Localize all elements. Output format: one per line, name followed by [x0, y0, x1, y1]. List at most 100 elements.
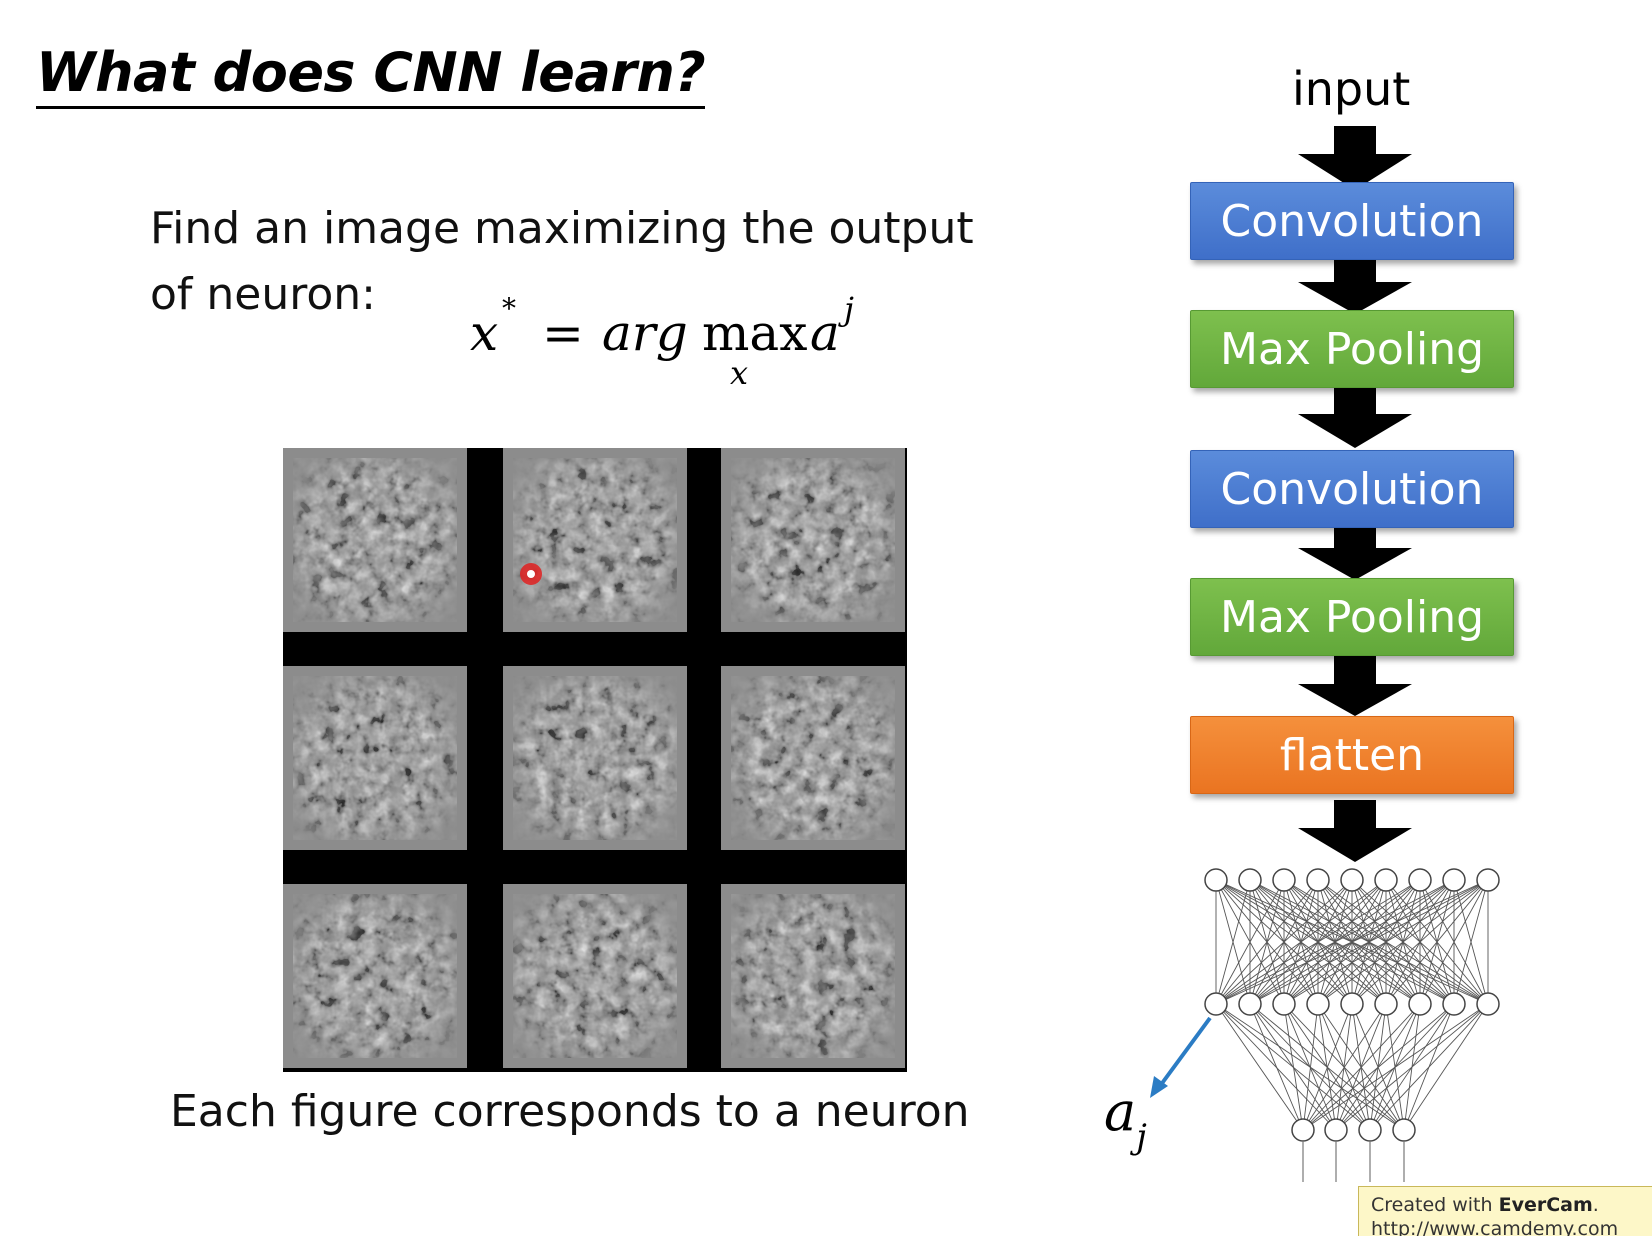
filter-tile: [283, 884, 467, 1068]
network-edge: [1317, 879, 1489, 1005]
network-edge: [1302, 1003, 1455, 1131]
network-edge: [1283, 1003, 1337, 1131]
arrow-down-icon: [1298, 800, 1412, 862]
slide-description: Find an image maximizing the output of n…: [150, 196, 1050, 328]
formula-x: x: [470, 304, 499, 362]
network-edge: [1215, 879, 1251, 1005]
network-edge: [1215, 879, 1489, 1005]
network-edge: [1249, 1003, 1304, 1131]
neuron-node: [1340, 868, 1364, 892]
network-edge: [1215, 1003, 1337, 1131]
network-edge: [1215, 879, 1353, 1005]
arrow-down-icon: [1298, 126, 1412, 190]
filter-tile: [283, 666, 467, 850]
neuron-node: [1306, 868, 1330, 892]
neuron-node: [1291, 1118, 1315, 1142]
network-edge: [1215, 879, 1285, 1005]
neuron-node: [1408, 992, 1432, 1016]
convolution-block-1: Convolution: [1190, 182, 1514, 260]
network-edge: [1385, 879, 1489, 1005]
neuron-node: [1204, 992, 1228, 1016]
arrow-down-icon: [1298, 656, 1412, 716]
neuron-node: [1442, 992, 1466, 1016]
network-edge: [1453, 879, 1489, 1005]
network-edge: [1215, 879, 1421, 1005]
neuron-node: [1476, 868, 1500, 892]
network-edge: [1335, 1003, 1489, 1131]
filter-tile: [721, 884, 905, 1068]
watermark-suffix: .: [1592, 1194, 1599, 1216]
neuron-node: [1306, 992, 1330, 1016]
network-edge: [1302, 1003, 1319, 1131]
formula-a-sup: j: [844, 290, 854, 328]
grid-caption: Each figure corresponds to a neuron: [170, 1086, 970, 1137]
formula-max: max: [702, 304, 808, 362]
filter-tile: [721, 448, 905, 632]
description-line-1: Find an image maximizing the output: [150, 203, 974, 254]
neuron-node: [1358, 1118, 1382, 1142]
network-edge: [1283, 1003, 1304, 1131]
network-edge: [1302, 1003, 1387, 1131]
network-edge: [1302, 1003, 1489, 1131]
filter-tile: [503, 884, 687, 1068]
filter-tile: [721, 666, 905, 850]
arrow-down-icon: [1298, 524, 1412, 580]
max-pooling-block-1: Max Pooling: [1190, 310, 1514, 388]
neuron-node: [1272, 992, 1296, 1016]
watermark-prefix: Created with: [1371, 1194, 1499, 1216]
neuron-node: [1476, 992, 1500, 1016]
neuron-node: [1392, 1118, 1416, 1142]
flatten-block: flatten: [1190, 716, 1514, 794]
network-edge: [1215, 879, 1455, 1005]
network-edge: [1283, 879, 1489, 1005]
formula-arg: arg: [602, 304, 688, 362]
network-edge: [1317, 1003, 1337, 1131]
neuron-node: [1442, 868, 1466, 892]
neuron-node: [1324, 1118, 1348, 1142]
network-edge: [1215, 879, 1319, 1005]
neuron-node: [1340, 992, 1364, 1016]
neuron-node: [1238, 868, 1262, 892]
neuron-node: [1272, 868, 1296, 892]
output-label-a: a: [1104, 1080, 1137, 1143]
formula-a: a: [810, 304, 840, 362]
pointer-arrow-line: [1158, 1016, 1212, 1088]
argmax-formula: x * = arg max x a j: [470, 290, 890, 410]
max-pooling-block-2: Max Pooling: [1190, 578, 1514, 656]
neuron-node: [1374, 992, 1398, 1016]
filter-visualization-grid: [283, 448, 907, 1072]
filter-tile: [503, 448, 687, 632]
neuron-node: [1374, 868, 1398, 892]
network-edge: [1403, 1003, 1489, 1131]
output-label-j: j: [1136, 1116, 1147, 1157]
convolution-block-2: Convolution: [1190, 450, 1514, 528]
watermark-brand: EverCam: [1498, 1194, 1593, 1216]
formula-x-star: *: [502, 292, 516, 325]
network-edge: [1369, 1003, 1489, 1131]
description-line-2: of neuron:: [150, 269, 376, 320]
cursor-dot-center: [527, 570, 535, 578]
arrow-down-icon: [1298, 388, 1412, 448]
network-edge: [1419, 879, 1489, 1005]
network-edge: [1302, 1003, 1421, 1131]
neuron-output-label: aj: [1104, 1080, 1147, 1157]
pointer-arrowhead-icon: [1150, 1076, 1168, 1098]
formula-equals: =: [542, 304, 584, 362]
neuron-node: [1238, 992, 1262, 1016]
neuron-node: [1204, 868, 1228, 892]
slide-title: What does CNN learn?: [36, 40, 706, 109]
watermark-url: http://www.camdemy.com: [1371, 1218, 1619, 1236]
filter-tile: [503, 666, 687, 850]
evercam-watermark: Created with EverCam. http://www.camdemy…: [1358, 1186, 1652, 1236]
input-label: input: [1292, 62, 1411, 116]
network-edge: [1351, 879, 1489, 1005]
network-edge: [1215, 1003, 1304, 1131]
network-edge: [1215, 879, 1387, 1005]
formula-max-sub: x: [730, 354, 749, 392]
network-edge: [1302, 1003, 1353, 1131]
neuron-node: [1408, 868, 1432, 892]
network-edge: [1249, 879, 1489, 1005]
filter-tile: [283, 448, 467, 632]
